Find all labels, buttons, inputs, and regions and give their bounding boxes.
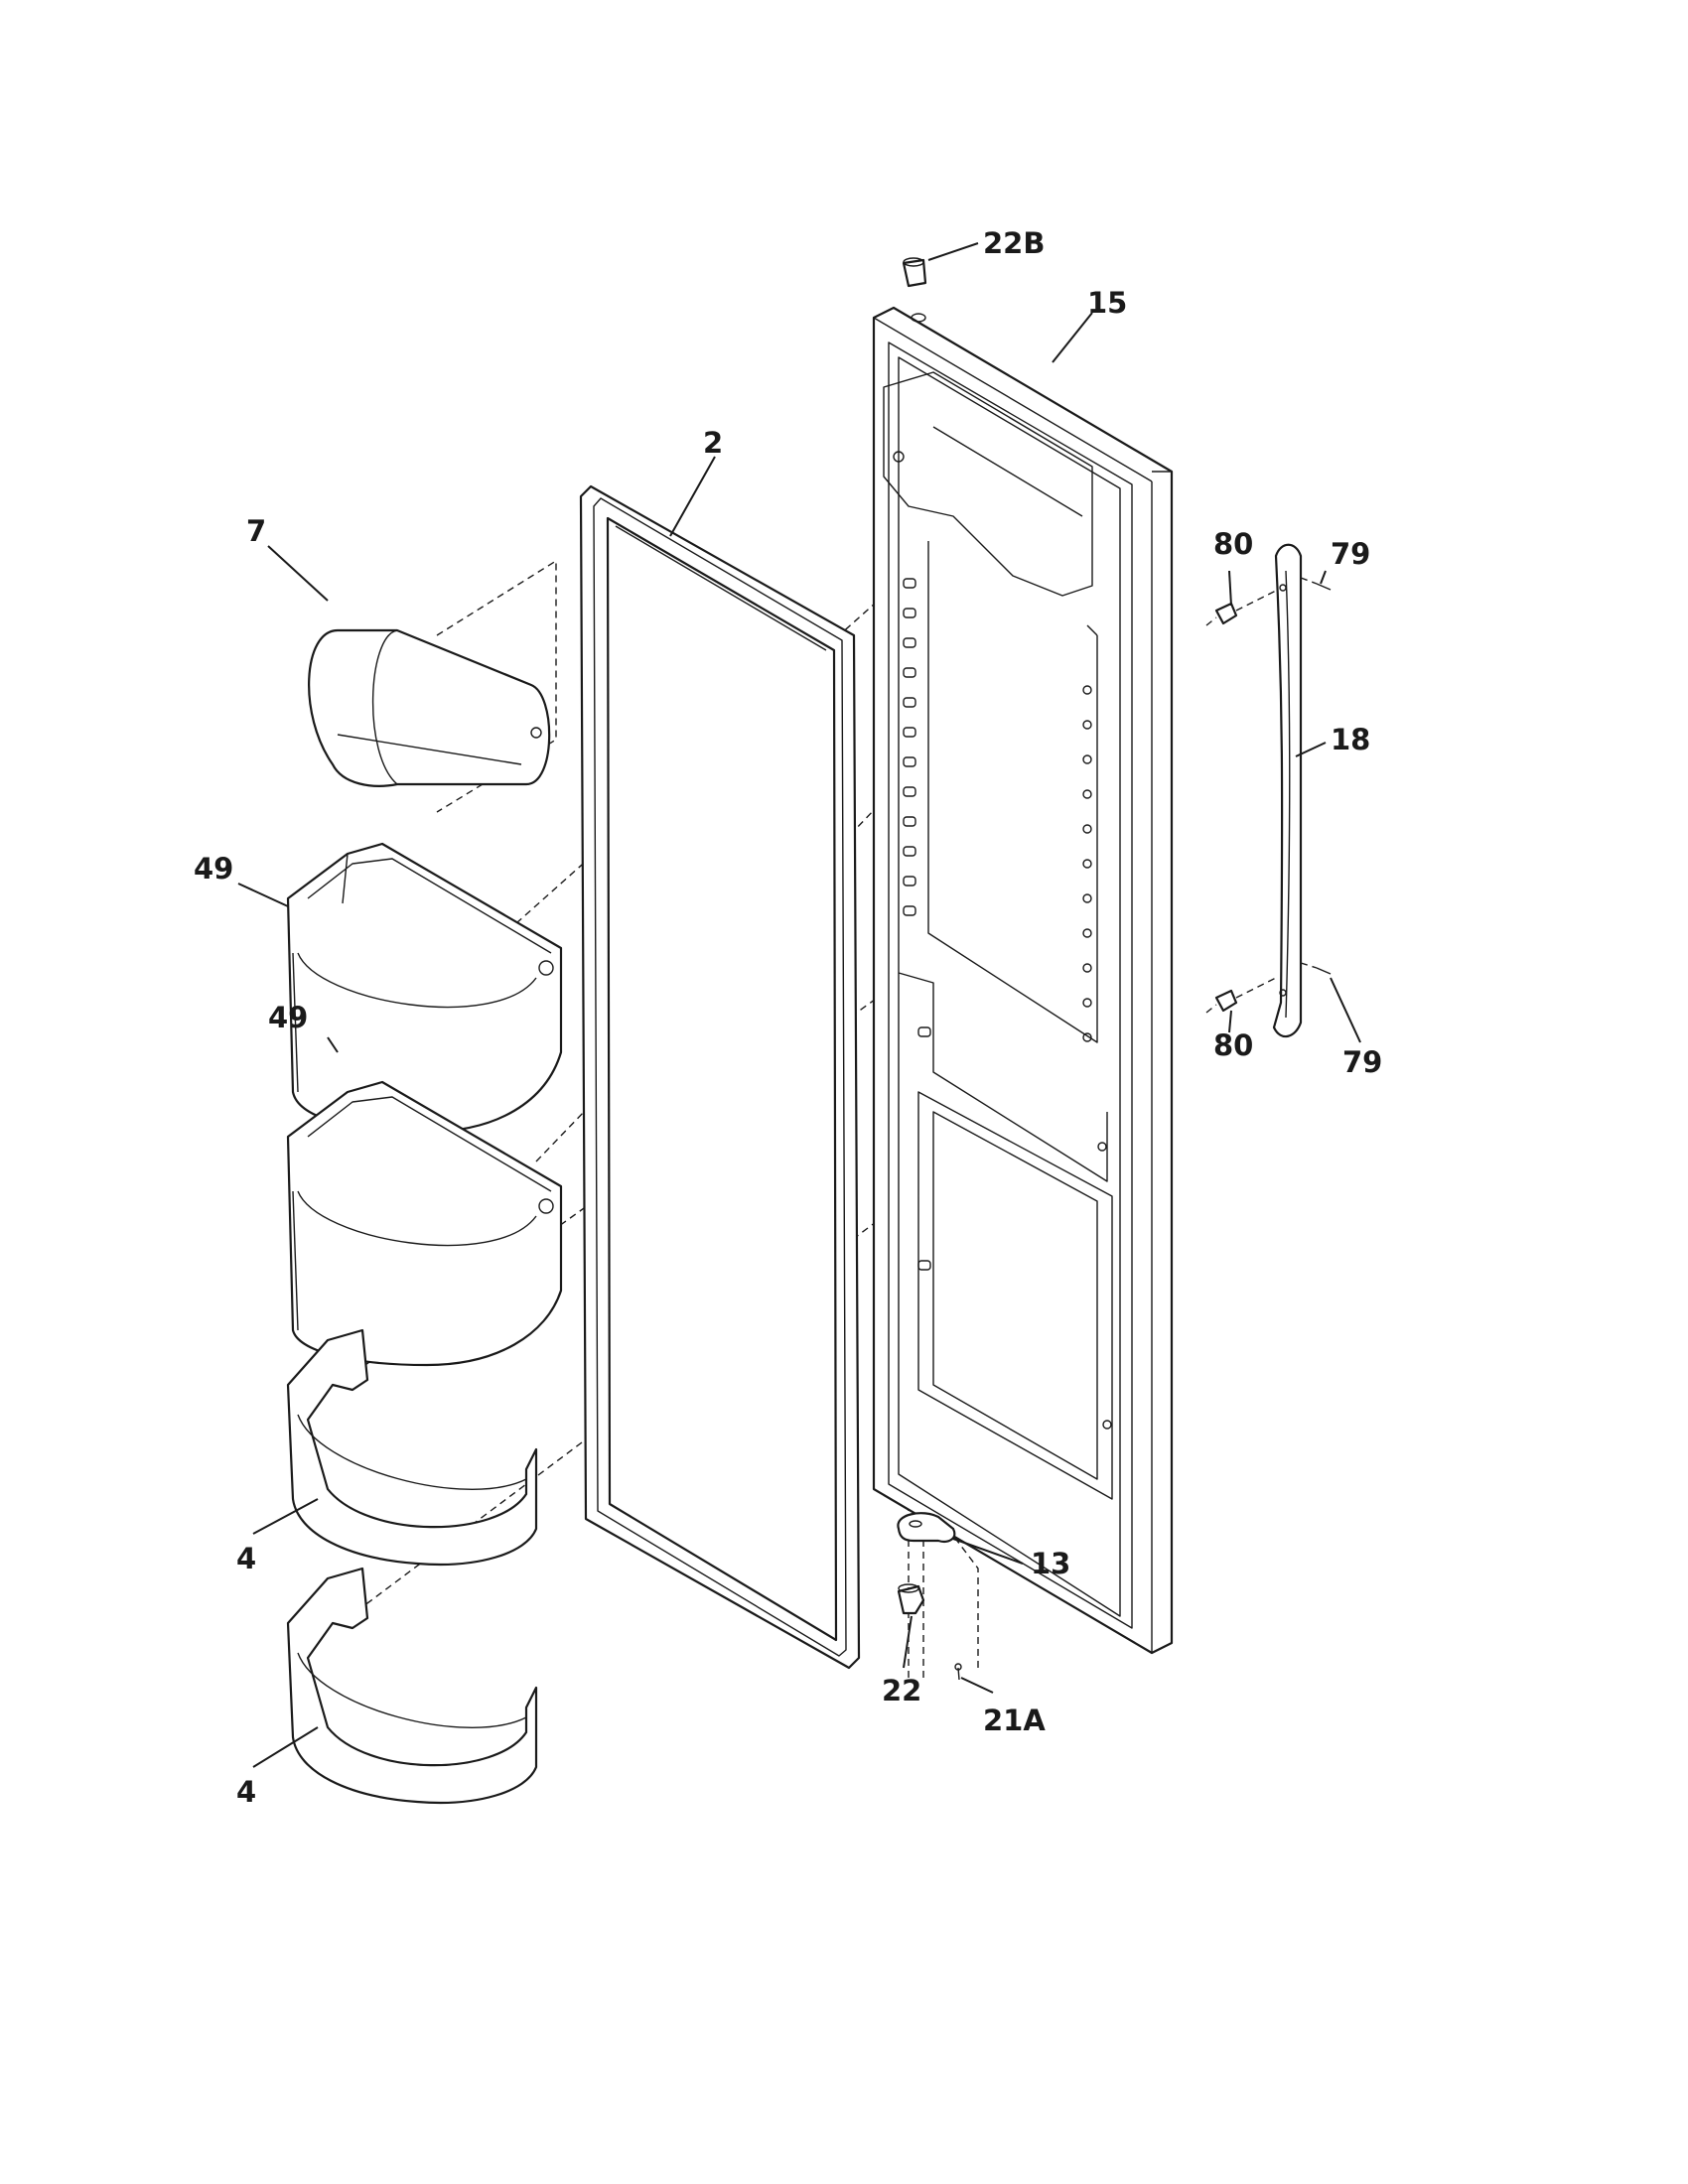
part-label-22b: 22B (983, 226, 1045, 260)
refrigerator-door-part (872, 306, 1174, 1655)
door-bin-lower-part (286, 1080, 563, 1367)
part-label-18: 18 (1331, 723, 1370, 756)
handle-stud-lower-part (1205, 977, 1277, 1014)
part-label-49-lower: 49 (268, 1001, 308, 1034)
shelf-pegs-right (1082, 685, 1112, 1430)
handle-stud-upper-part (1205, 590, 1277, 626)
handle-screw-upper-part (1300, 577, 1332, 591)
door-handle-part (1272, 543, 1303, 1038)
screw-part (954, 1663, 962, 1681)
part-label-15: 15 (1087, 286, 1127, 320)
door-gasket-part (579, 484, 861, 1670)
top-bushing-part (902, 257, 927, 288)
handle-screw-lower-part (1300, 962, 1332, 975)
shelf-pegs-left (903, 578, 931, 1271)
part-label-4-lower: 4 (236, 1775, 256, 1809)
door-shelf-upper-part (286, 1328, 538, 1566)
bottom-bushing-part (897, 1583, 925, 1615)
part-label-21a: 21A (983, 1704, 1046, 1737)
part-label-22: 22 (882, 1674, 921, 1707)
part-labels: 22B 15 2 7 80 79 18 49 49 80 79 4 13 22 … (194, 226, 1382, 1809)
leader-lines (237, 242, 1361, 1768)
part-label-2: 2 (703, 426, 723, 460)
dairy-cover-part (308, 628, 551, 787)
part-label-4-upper: 4 (236, 1542, 256, 1575)
door-shelf-lower-part (286, 1567, 538, 1804)
part-label-80-upper: 80 (1213, 527, 1253, 561)
part-label-79-upper: 79 (1331, 537, 1370, 571)
part-label-79-lower: 79 (1342, 1045, 1382, 1079)
part-label-7: 7 (246, 514, 266, 548)
part-label-13: 13 (1031, 1547, 1070, 1580)
hinge-bracket-part (897, 1512, 956, 1543)
door-bin-upper-part (286, 842, 563, 1134)
part-label-49-upper: 49 (194, 852, 233, 886)
part-label-80-lower: 80 (1213, 1028, 1253, 1062)
